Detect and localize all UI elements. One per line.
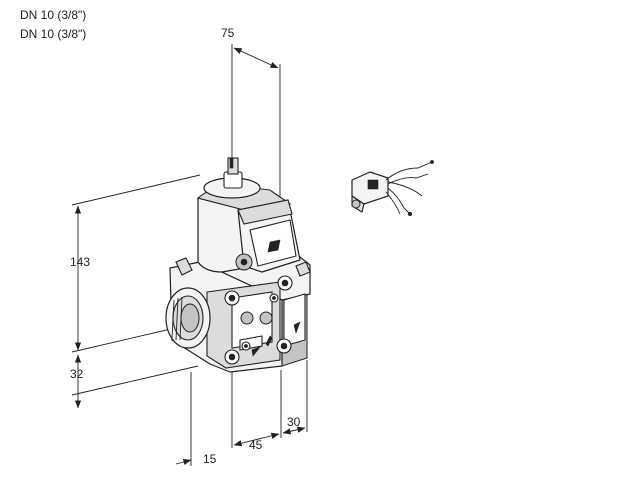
solenoid-coil: [196, 157, 301, 273]
screw-mid: [269, 293, 279, 303]
connector-plug: [351, 160, 434, 217]
screw-top-right: [277, 275, 293, 291]
dim-label-30: 30: [287, 415, 301, 429]
dim-label-45: 45: [249, 438, 263, 452]
model-label-2: DN 10 (3/8"): [20, 27, 87, 41]
dim-label-15: 15: [203, 452, 217, 466]
dimension-45: 45: [231, 366, 282, 452]
dim-label-143: 143: [70, 255, 90, 269]
dim-label-32: 32: [70, 367, 84, 381]
dimension-75: 75: [221, 26, 281, 205]
model-label-1: DN 10 (3/8"): [20, 8, 87, 22]
dimension-30: 30: [282, 360, 308, 435]
dimension-143: 143: [70, 174, 201, 353]
screw-top-left: [224, 290, 240, 306]
dimension-15: 15: [175, 372, 217, 466]
screw-bottom-right: [276, 338, 292, 354]
dim-label-75: 75: [221, 26, 235, 40]
screw-bottom-mid: [241, 341, 251, 351]
screw-bottom-left: [224, 349, 240, 365]
dimension-32: 32: [70, 354, 199, 409]
